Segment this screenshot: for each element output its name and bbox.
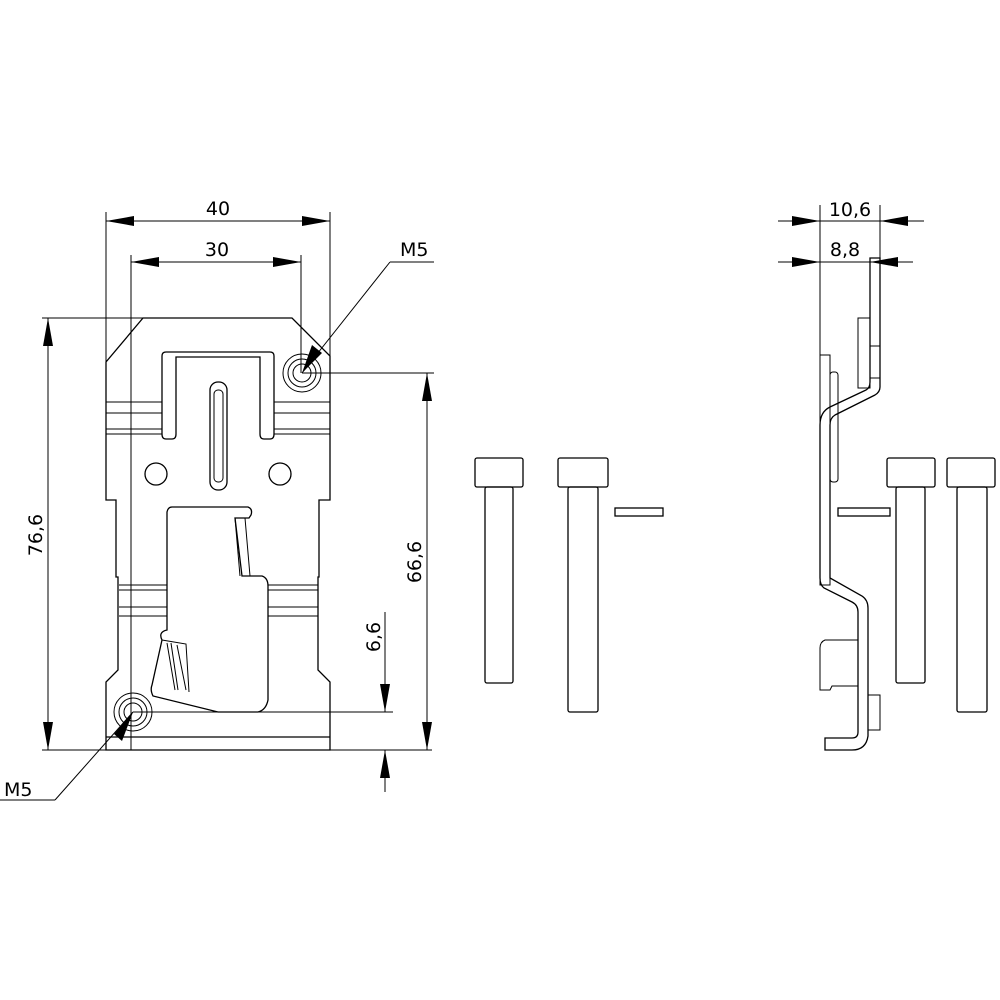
dimension-label: 6,6 (363, 622, 385, 652)
side-profile (819, 257, 881, 751)
screw-2 (557, 457, 609, 713)
side-tab-top (857, 317, 871, 389)
dimension-10-6: 10,6 (778, 199, 924, 355)
center-slot-inner (213, 389, 224, 483)
dimension-label: 10,6 (829, 199, 871, 221)
lower-cutout (150, 506, 269, 713)
dimension-8-8: 8,8 (778, 239, 913, 267)
dimension-label: 40 (206, 198, 230, 220)
side-web (819, 354, 831, 586)
latch-edge (234, 517, 251, 577)
round-hole-left (144, 462, 168, 486)
thread-label: M5 (4, 779, 32, 801)
washer-2 (837, 507, 891, 517)
leader-m5-bottom: M5 (0, 711, 134, 801)
dimension-label: 76,6 (25, 514, 47, 556)
lower-rail-bands (119, 584, 318, 617)
dimension-label: 8,8 (830, 239, 860, 261)
dimension-66-6: 66,6 (302, 372, 434, 750)
spring-tongue (161, 351, 275, 440)
latch-hook (161, 639, 190, 693)
center-slot (209, 381, 228, 491)
front-view: 40 30 76,6 66,6 (0, 198, 434, 801)
thread-label: M5 (400, 239, 428, 261)
dimension-76-6: 76,6 (25, 317, 432, 751)
side-rib (829, 371, 839, 483)
screw-4 (946, 457, 996, 713)
upper-rail-bands (106, 401, 330, 435)
round-hole-right (268, 462, 292, 486)
leader-m5-top: M5 (301, 239, 434, 374)
dimension-label: 30 (205, 239, 229, 261)
side-latch (819, 639, 859, 691)
dimension-30: 30 (130, 239, 302, 750)
plate-outline (105, 317, 331, 751)
screw-1 (474, 457, 524, 684)
screw-3 (886, 457, 936, 684)
side-tab-bottom (867, 694, 881, 731)
side-tab-top-small (869, 345, 881, 379)
dimension-40: 40 (105, 198, 331, 362)
side-view: 10,6 8,8 (778, 199, 924, 751)
dimension-label: 66,6 (404, 541, 426, 583)
dimension-6-6: 6,6 (133, 612, 393, 792)
washer-1 (614, 507, 664, 517)
